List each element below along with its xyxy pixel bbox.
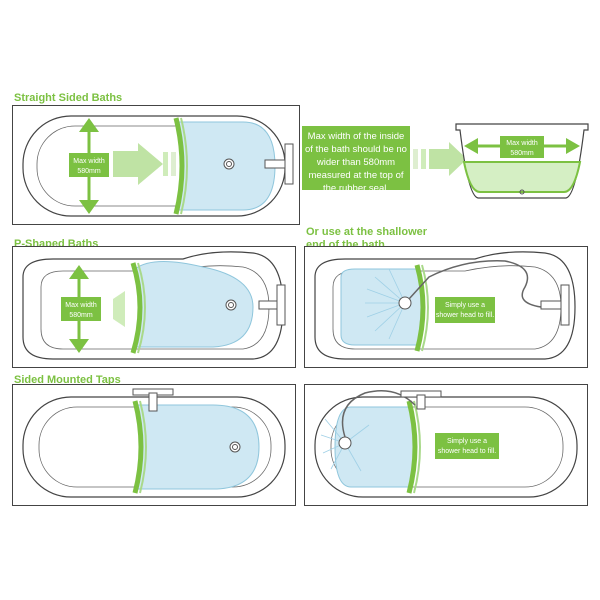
panel-p-shaped-shallow: Simply use a shower head to fill. (304, 246, 588, 368)
max-width-label-line2: 580mm (77, 168, 101, 175)
p-shaped-bath-illustration: Max width 580mm (22, 251, 286, 360)
straight-bath-illustration: Max width 580mm (22, 115, 294, 217)
panel-straight-bath: Max width 580mm (12, 105, 300, 225)
panel-p-shaped-bath: Max width 580mm (12, 246, 296, 368)
max-width-label-line1: Max width (73, 158, 105, 165)
heading-straight-sided-baths: Straight Sided Baths (14, 92, 123, 104)
shower-note2-line2: shower head to fill. (438, 448, 496, 455)
sided-taps-illustration (22, 388, 286, 498)
shower-note2-line1: Simply use a (447, 438, 487, 445)
cross-max-width-line2: 580mm (510, 150, 534, 157)
shower-note-line1: Simply use a (445, 302, 485, 309)
panel-sided-mounted-taps (12, 384, 296, 506)
bath-cross-section: Max width 580mm (455, 123, 589, 199)
p-shaped-shallow-illustration: Simply use a shower head to fill. (314, 251, 576, 360)
max-width-note: Max width of the inside of the bath shou… (302, 126, 410, 194)
panel-sided-taps-shower: Simply use a shower head to fill. (304, 384, 588, 506)
heading-sided-mounted-taps: Sided Mounted Taps (14, 374, 121, 386)
cross-max-width-line1: Max width (506, 140, 538, 147)
p-max-width-line1: Max width (65, 302, 97, 309)
arrow-to-cross-section-icon (413, 142, 467, 176)
sided-taps-shower-illustration: Simply use a shower head to fill. (314, 390, 578, 498)
p-max-width-line2: 580mm (69, 312, 93, 319)
shower-note-line2: shower head to fill. (436, 312, 494, 319)
